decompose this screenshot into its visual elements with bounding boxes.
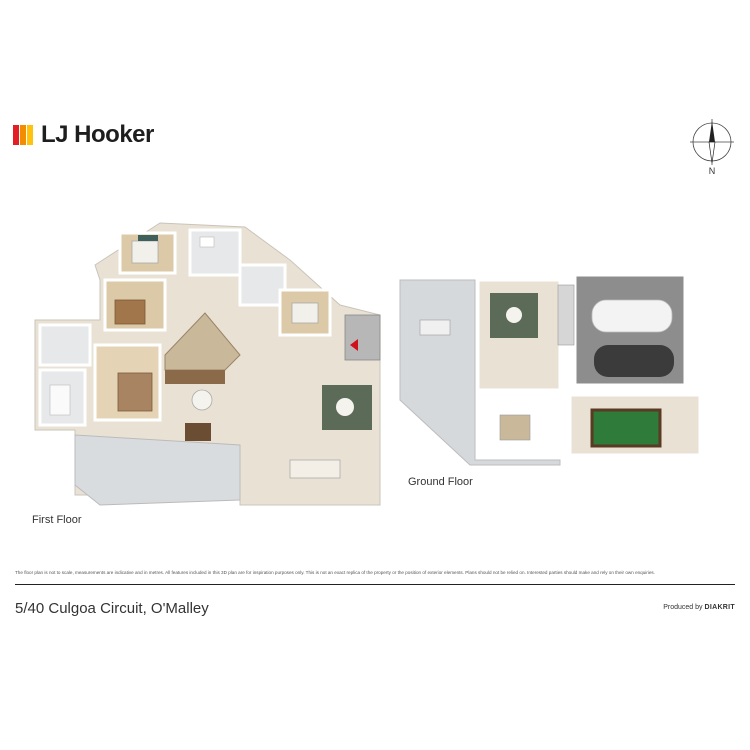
laundry	[38, 323, 92, 367]
car-white	[591, 299, 673, 333]
north-arrow-icon	[690, 119, 734, 165]
outdoor-table	[419, 319, 451, 336]
disclaimer-text: The floor plan is not to scale, measurem…	[15, 570, 655, 575]
produced-by-credit: Produced by DIAKRIT	[663, 604, 735, 611]
stairs-ground	[557, 284, 575, 346]
first-floor-plan	[34, 222, 381, 506]
logo-mark-icon	[13, 125, 35, 145]
car-black	[594, 345, 674, 377]
property-address: 5/40 Culgoa Circuit, O'Malley	[15, 600, 209, 617]
kitchen-island	[165, 370, 225, 384]
bed-3	[291, 302, 319, 324]
first-floor-label: First Floor	[32, 514, 82, 526]
credit-company: DIAKRIT	[704, 604, 735, 611]
compass: N	[688, 118, 736, 178]
dining-table-long	[289, 459, 341, 479]
balcony	[74, 434, 241, 506]
bedroom-1	[118, 231, 177, 275]
bed-1	[131, 240, 159, 264]
outdoor-dining	[499, 414, 531, 441]
logo-text: LJ Hooker	[41, 121, 154, 148]
ensuite	[238, 263, 287, 307]
ground-floor-label: Ground Floor	[408, 476, 473, 488]
master-bed	[117, 372, 153, 412]
footer-divider	[15, 584, 735, 585]
floor-plan-illustration	[34, 222, 702, 506]
ground-floor-plan	[399, 273, 702, 466]
credit-prefix: Produced by	[663, 604, 703, 611]
stairs-arrow-icon	[350, 339, 358, 351]
compass-north-label: N	[708, 166, 716, 176]
kitchen-bench	[164, 312, 241, 371]
bathroom-1	[188, 228, 242, 277]
pool-table	[590, 408, 662, 448]
lj-hooker-logo: LJ Hooker	[13, 120, 154, 150]
bed-2	[114, 299, 146, 325]
coffee-table	[185, 423, 211, 441]
stairs-first	[344, 314, 381, 361]
dining-table-round	[191, 389, 213, 411]
